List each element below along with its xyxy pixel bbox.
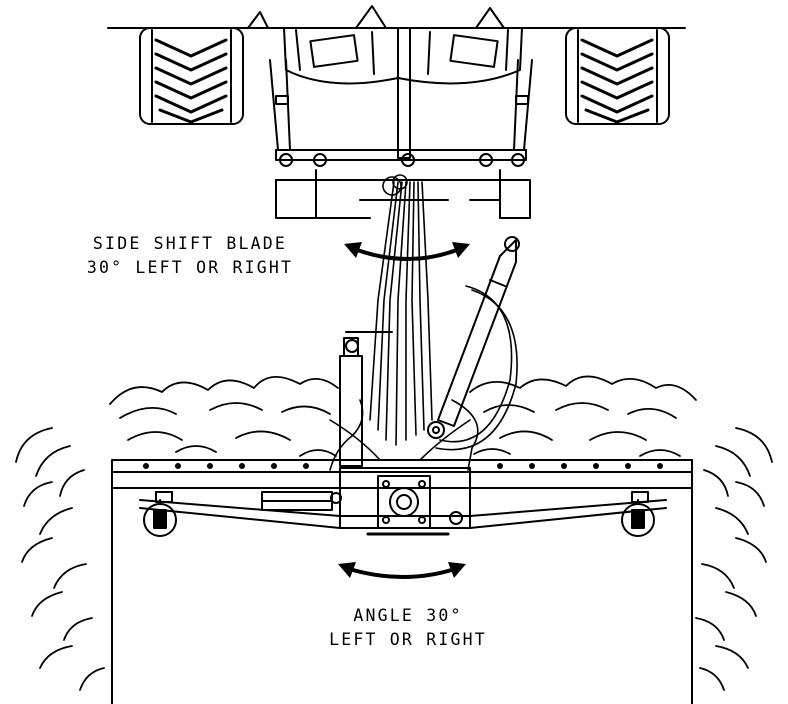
- left-caster-wheel: [143, 491, 177, 537]
- angle-label-line2: LEFT OR RIGHT: [329, 630, 487, 649]
- pivot-plate: [261, 467, 471, 536]
- right-tire: [565, 27, 670, 125]
- right-caster-wheel: [621, 491, 655, 537]
- side-shift-label-line2: 30° LEFT OR RIGHT: [86, 258, 294, 277]
- side-shift-label-line1: SIDE SHIFT BLADE: [92, 234, 288, 253]
- angle-label-line1: ANGLE 30°: [353, 606, 463, 625]
- angle-cylinder: [339, 331, 393, 467]
- tractor-rear: [107, 5, 686, 159]
- hydraulic-hoses: [329, 174, 518, 471]
- angle-arrow: [338, 562, 466, 579]
- left-tire: [139, 27, 244, 125]
- plow-blade: [111, 459, 693, 704]
- side-shift-label: SIDE SHIFT BLADE 30° LEFT OR RIGHT: [40, 232, 340, 280]
- snow-clouds: [15, 375, 773, 691]
- side-shift-cylinder: [427, 236, 520, 439]
- angle-label: ANGLE 30° LEFT OR RIGHT: [258, 604, 558, 652]
- hitch-frame: [275, 149, 531, 219]
